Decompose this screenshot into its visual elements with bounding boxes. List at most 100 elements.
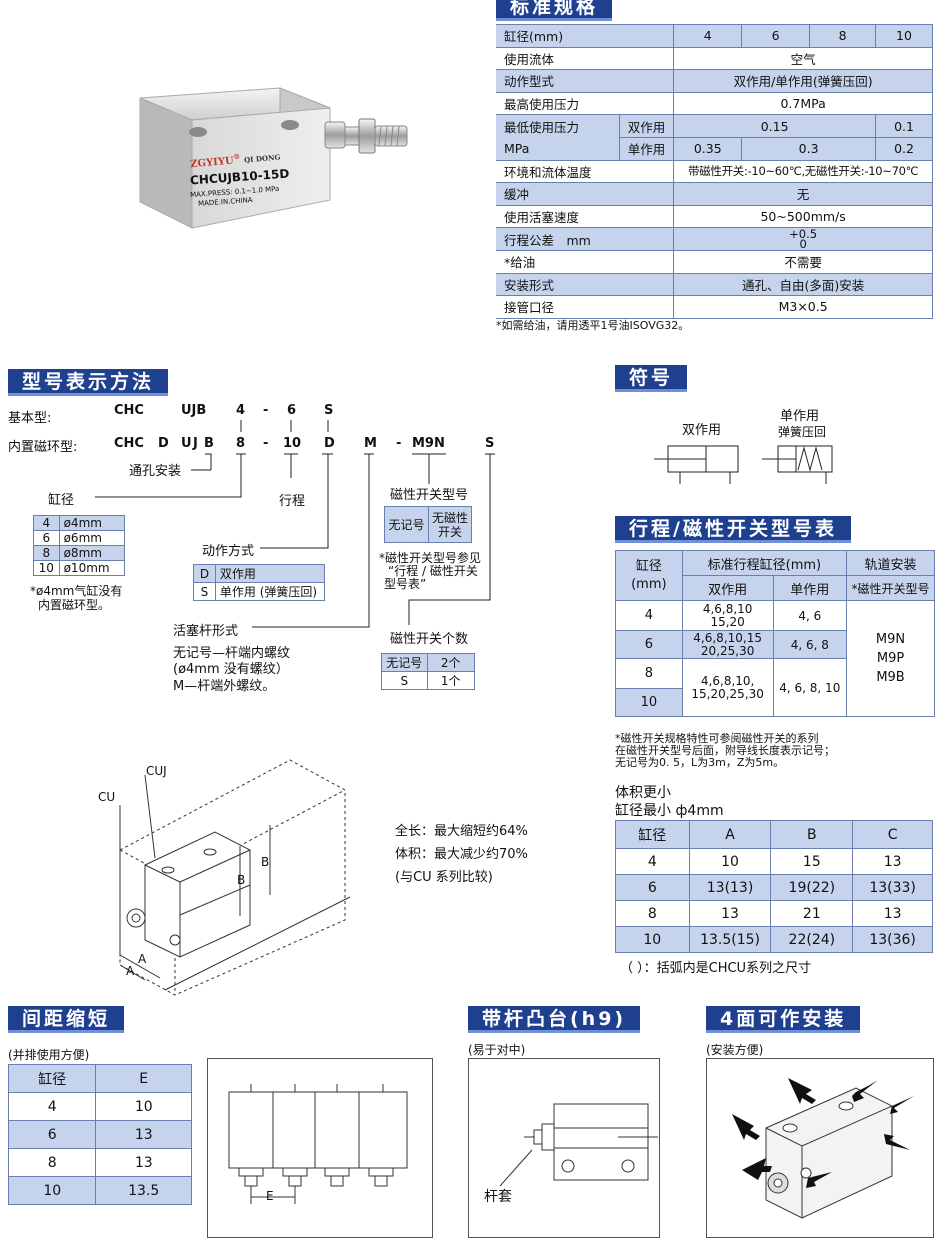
cu-label: CU	[98, 790, 116, 804]
code-part: 4	[236, 403, 246, 418]
cuj-label: CUJ	[146, 764, 167, 778]
table-cell: 4	[615, 848, 690, 875]
table-header: A	[688, 820, 772, 849]
spec-minp-unit: MPa	[496, 137, 620, 161]
table-cell: 15	[770, 848, 854, 875]
code-cell: S	[193, 582, 216, 601]
table-header: C	[852, 820, 933, 849]
dimension-b-label: B	[237, 873, 246, 887]
code-part: 8	[236, 436, 246, 451]
spec-action-value: 双作用/单作用(弹簧压回)	[673, 69, 933, 93]
spec-install-label: 安装形式	[496, 273, 675, 297]
spec-single-value: 0.3	[741, 137, 877, 161]
table-cell: 4	[7, 1092, 97, 1121]
spec-temp-label: 环境和流体温度	[496, 160, 675, 184]
table-cell: 15,20	[710, 614, 745, 629]
code-part: U	[181, 436, 192, 451]
rod-diagram-label: 活塞杆形式	[173, 624, 239, 639]
spec-oil-value: 不需要	[673, 250, 933, 274]
spec-double-value: 0.15	[673, 114, 877, 138]
code-cell: 6	[33, 530, 60, 546]
rod-collar-label: 杆套	[484, 1189, 512, 1205]
table-cell: 10	[688, 848, 772, 875]
table-header: 轨道安装	[846, 550, 935, 576]
code-cell: ø4mm	[58, 515, 126, 531]
switch-note: *磁性开关型号参见	[379, 551, 482, 565]
stroke-diagram-label: 行程	[279, 494, 306, 509]
builtin-type-label: 内置磁环型:	[8, 440, 78, 455]
spec-oil-label: *给油	[496, 250, 675, 274]
table-cell: 8	[615, 658, 683, 689]
rod-line: 无记号—杆端内螺纹	[173, 646, 291, 661]
spec-bore-value: 10	[875, 24, 933, 48]
table-header: (mm)	[631, 576, 667, 592]
table-cell: 6	[7, 1120, 97, 1149]
symbol-double-label: 双作用	[682, 423, 722, 438]
table-cell: 20,25,30	[700, 643, 755, 658]
arrow-icons	[732, 1078, 914, 1188]
spec-tol-lower: 0	[799, 237, 807, 252]
rod-boss-drawing	[499, 1103, 658, 1187]
switch-count-label: 磁性开关个数	[390, 632, 469, 647]
model-section-title: 型号表示方法	[8, 369, 169, 396]
code-cell: S	[381, 671, 428, 690]
code-part: J	[193, 436, 198, 451]
spec-temp-value: 带磁性开关:-10~60℃,无磁性开关:-10~70℃	[673, 160, 933, 184]
comparison-line: 全长：最大缩短约64%	[395, 824, 528, 839]
bore-note: *ø4mm气缸没有	[30, 584, 123, 598]
code-cell: 2个	[426, 653, 475, 672]
code-part: 10	[283, 436, 302, 451]
switch-diagram-label: 磁性开关型号	[390, 488, 469, 503]
dimension-a-label: A	[138, 952, 147, 966]
table-header: E	[95, 1064, 192, 1093]
bore-diagram-label: 缸径	[48, 493, 75, 508]
switch-code-table: 无记号 无磁性开关	[384, 506, 472, 543]
table-cell: 13	[852, 900, 933, 927]
boss-section-title: 带杆凸台(h9)	[468, 1006, 641, 1033]
table-header: B	[770, 820, 854, 849]
code-part: B	[204, 436, 214, 451]
code-part: D	[324, 436, 335, 451]
dimension-e-label: E	[266, 1189, 274, 1203]
table-cell: 22(24)	[770, 926, 854, 953]
comparison-line: (与CU 系列比较)	[395, 870, 493, 885]
spec-bore-label: 缸径(mm)	[496, 24, 675, 48]
spec-maxp-label: 最高使用压力	[496, 92, 675, 116]
boss-subtitle: (易于对中)	[468, 1043, 526, 1057]
code-cell: 双作用	[214, 564, 326, 583]
spec-speed-label: 使用活塞速度	[496, 205, 675, 229]
table-cell: 13(13)	[688, 874, 772, 901]
switch-note: 型号表”	[384, 577, 427, 591]
table-header: 标准行程缸径(mm)	[681, 550, 848, 576]
stroke-table: 缸径(mm) 标准行程缸径(mm) 轨道安装 双作用 单作用 *磁性开关型号 4…	[615, 550, 935, 717]
table-cell: 13	[688, 900, 772, 927]
code-cell: 无磁性	[431, 510, 468, 525]
table-cell: 13.5	[95, 1176, 192, 1205]
code-part: M	[364, 436, 377, 451]
switch-note: “行程 / 磁性开关	[388, 564, 478, 578]
compact-title: 体积更小	[615, 785, 671, 801]
cylinder-symbols	[654, 445, 833, 484]
spec-single-label: 单作用	[619, 137, 675, 161]
compact-subtitle: 缸径最小 ф4mm	[615, 803, 724, 819]
table-cell: 10	[95, 1092, 192, 1121]
size-comparison-drawing	[119, 759, 351, 996]
code-part: -	[263, 436, 269, 451]
spec-action-label: 动作型式	[496, 69, 675, 93]
spec-bore-value: 6	[741, 24, 811, 48]
spec-maxp-value: 0.7MPa	[673, 92, 933, 116]
code-part: S	[324, 403, 334, 418]
switch-model: M9N	[875, 632, 906, 647]
spec-tol-label: 行程公差 mm	[496, 227, 675, 251]
through-mount-label: 通孔安装	[129, 464, 182, 479]
code-part: -	[396, 436, 402, 451]
code-cell: 无记号	[381, 653, 428, 672]
table-cell: 13	[95, 1120, 192, 1149]
stroke-note: 无记号为0. 5，L为3m，Z为5m。	[615, 756, 785, 769]
table-cell: 13	[852, 848, 933, 875]
code-part: D	[158, 436, 169, 451]
table-header: 缸径	[635, 558, 662, 574]
table-cell: 15,20,25,30	[691, 686, 764, 701]
